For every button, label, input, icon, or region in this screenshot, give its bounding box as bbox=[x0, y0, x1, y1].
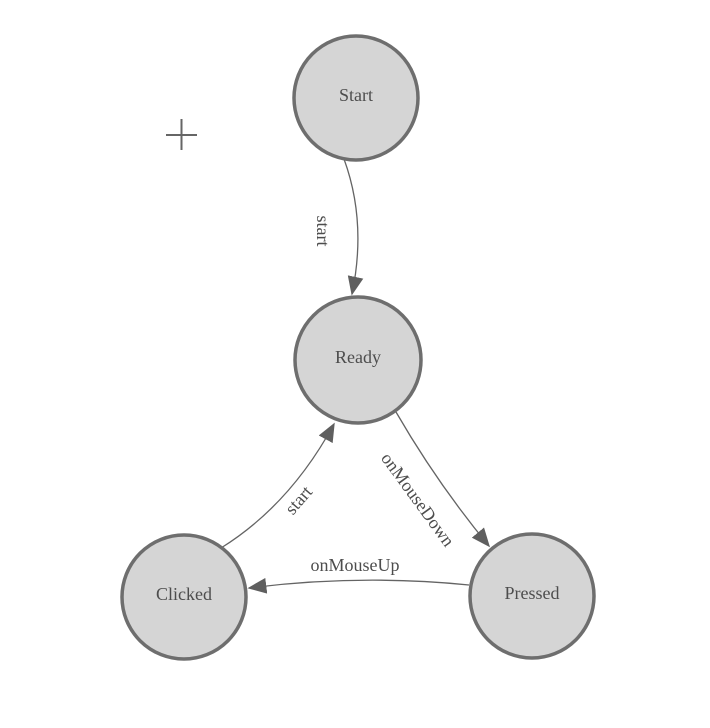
transition-label-pressed-to-clicked: onMouseUp bbox=[311, 555, 400, 575]
state-node-pressed[interactable]: Pressed bbox=[468, 532, 596, 660]
transition-edge-pressed-to-clicked[interactable] bbox=[247, 577, 470, 594]
state-node-ready-label: Ready bbox=[335, 347, 381, 367]
transition-edge-ready-to-pressed[interactable] bbox=[395, 411, 491, 548]
transition-label-ready-to-pressed: onMouseDown bbox=[377, 449, 458, 551]
transition-label-start-to-ready: start bbox=[313, 216, 333, 247]
transition-label-clicked-to-ready: start bbox=[281, 482, 316, 519]
transition-edge-clicked-to-ready[interactable] bbox=[220, 422, 335, 549]
state-node-clicked-label: Clicked bbox=[156, 584, 212, 604]
state-node-pressed-label: Pressed bbox=[505, 583, 560, 603]
state-node-clicked[interactable]: Clicked bbox=[120, 533, 248, 661]
origin-crosshair-icon bbox=[166, 119, 197, 150]
transition-edge-start-to-ready[interactable] bbox=[343, 158, 364, 296]
state-node-ready[interactable]: Ready bbox=[293, 295, 423, 425]
state-node-start[interactable]: Start bbox=[292, 34, 420, 162]
state-node-start-label: Start bbox=[339, 85, 373, 105]
